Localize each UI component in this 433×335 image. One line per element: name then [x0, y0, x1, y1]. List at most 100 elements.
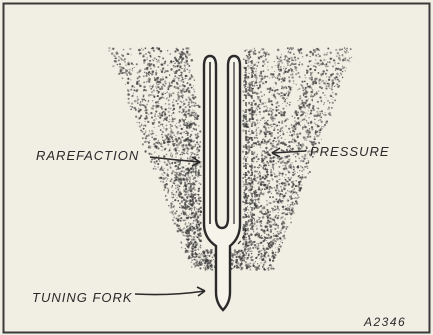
stipple-dot [253, 265, 255, 267]
stipple-dot [284, 177, 285, 178]
stipple-dot [128, 71, 130, 73]
stipple-dot [309, 141, 310, 142]
stipple-dot [196, 105, 197, 106]
stipple-dot [299, 177, 301, 179]
stipple-dot [164, 111, 166, 113]
stipple-dot [158, 56, 159, 57]
stipple-dot [203, 261, 204, 262]
stipple-dot [175, 100, 177, 102]
stipple-dot [174, 162, 176, 164]
stipple-dot [189, 103, 190, 104]
stipple-dot [274, 187, 276, 189]
stipple-dot [260, 80, 262, 82]
stipple-dot [173, 61, 174, 62]
stipple-dot [191, 212, 193, 214]
stipple-dot [165, 83, 167, 85]
stipple-dot [187, 174, 189, 176]
stipple-dot [134, 67, 135, 68]
stipple-dot [202, 254, 204, 256]
stipple-dot [142, 49, 144, 51]
stipple-dot [250, 169, 252, 171]
stipple-dot [299, 76, 301, 78]
stipple-dot [282, 157, 283, 158]
stipple-dot [279, 195, 281, 197]
stipple-dot [277, 61, 279, 63]
stipple-dot [256, 127, 257, 128]
stipple-dot [145, 75, 147, 77]
stipple-dot [168, 107, 170, 109]
stipple-dot [263, 131, 265, 133]
stipple-dot [258, 51, 260, 53]
stipple-dot [132, 95, 134, 97]
stipple-dot [291, 190, 293, 192]
stipple-dot [155, 57, 156, 58]
stipple-dot [299, 170, 300, 171]
stipple-dot [282, 175, 283, 176]
stipple-dot [146, 104, 148, 106]
stipple-dot [268, 243, 270, 245]
stipple-dot [250, 56, 252, 58]
stipple-dot [297, 194, 299, 196]
stipple-dot [255, 180, 257, 182]
stipple-dot [326, 54, 328, 56]
stipple-dot [259, 100, 261, 102]
stipple-dot [187, 192, 188, 193]
stipple-dot [114, 58, 115, 59]
stipple-dot [201, 258, 203, 260]
stipple-dot [332, 102, 334, 104]
stipple-dot [312, 89, 314, 91]
stipple-dot [176, 77, 177, 78]
stipple-dot [294, 138, 295, 139]
stipple-dot [185, 188, 187, 190]
stipple-dot [271, 144, 272, 145]
stipple-dot [284, 231, 285, 232]
stipple-dot [168, 162, 170, 164]
stipple-dot [292, 189, 294, 191]
stipple-dot [295, 126, 296, 127]
stipple-dot [161, 108, 163, 110]
stipple-dot [271, 193, 272, 194]
stipple-dot [317, 108, 319, 110]
stipple-dot [155, 168, 157, 170]
stipple-dot [323, 104, 325, 106]
stipple-dot [187, 137, 189, 139]
stipple-dot [156, 84, 158, 86]
stipple-dot [173, 217, 175, 219]
stipple-dot [264, 269, 266, 271]
stipple-dot [250, 248, 252, 250]
stipple-dot [281, 88, 283, 90]
stipple-dot [265, 135, 267, 137]
stipple-dot [177, 164, 179, 166]
stipple-dot [274, 176, 276, 178]
stipple-dot [268, 113, 270, 115]
stipple-dot [333, 97, 334, 98]
stipple-dot [296, 133, 299, 136]
stipple-dot [273, 160, 275, 162]
stipple-dot [175, 176, 177, 178]
stipple-dot [286, 105, 287, 106]
stipple-dot [149, 86, 150, 87]
stipple-dot [199, 146, 201, 148]
stipple-dot [172, 104, 175, 107]
stipple-dot [257, 154, 258, 155]
stipple-dot [187, 168, 189, 170]
stipple-dot [244, 197, 246, 199]
stipple-dot [288, 61, 290, 63]
stipple-dot [288, 141, 290, 143]
stipple-dot [166, 137, 167, 138]
stipple-dot [188, 91, 190, 93]
stipple-dot [254, 202, 256, 204]
stipple-dot [151, 158, 153, 160]
stipple-dot [298, 64, 300, 66]
stipple-dot [247, 170, 249, 172]
stipple-dot [267, 186, 268, 187]
stipple-dot [263, 165, 265, 167]
stipple-dot [272, 242, 273, 243]
stipple-dot [263, 70, 265, 72]
stipple-dot [172, 139, 173, 140]
stipple-dot [162, 70, 163, 71]
stipple-dot [197, 248, 199, 250]
stipple-dot [171, 129, 172, 130]
stipple-dot [306, 72, 308, 74]
stipple-dot [145, 132, 146, 133]
